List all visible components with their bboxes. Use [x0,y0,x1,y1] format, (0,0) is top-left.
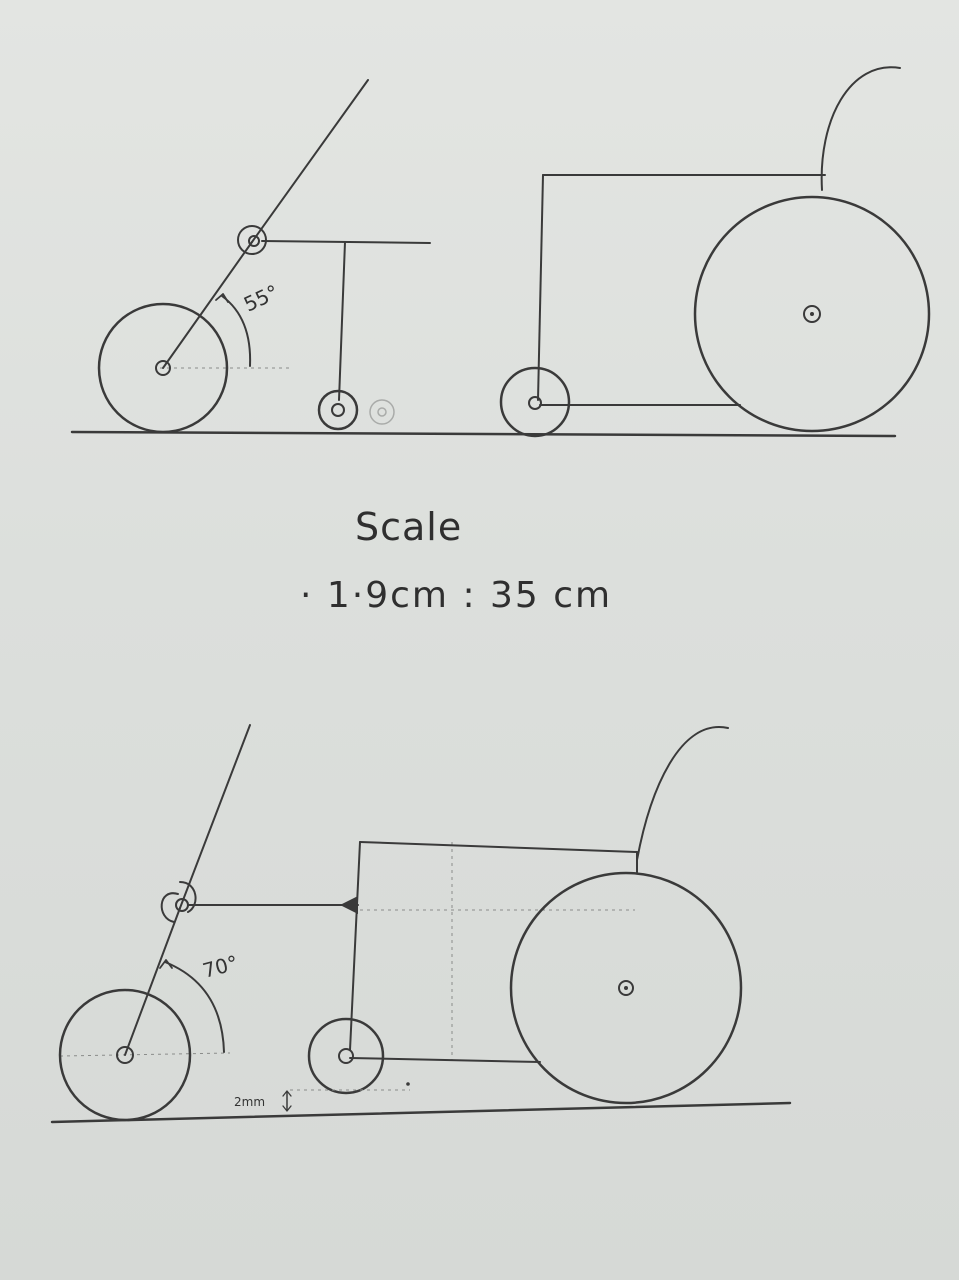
bottom-angle-arrow [159,959,173,969]
bottom-back-handle [636,726,729,861]
top-front-wheel-hub [155,360,171,376]
bottom-rear-wheel-hub [618,980,634,996]
bottom-seat-back-bar [359,841,638,853]
top-pivot-joint [237,225,267,255]
bottom-clearance-arrow-up [282,1090,292,1097]
bottom-fork-line [124,907,181,1056]
scale-ratio: · 1·9cm : 35 cm [300,575,613,616]
bottom-pencil-dot [406,1082,410,1086]
bottom-front-frame [349,841,361,1051]
top-back-handle [820,66,901,191]
bottom-angle-arc [164,961,225,1053]
bottom-rear-wheel-axle [624,986,628,990]
top-small-wheel-hub [331,403,345,417]
bottom-caster-wheel-hub [338,1048,354,1064]
bottom-rear-wheel [509,871,743,1105]
bottom-caster-wheel [307,1017,385,1095]
top-front-wheel [97,302,229,434]
bottom-angle-label: 70° [200,950,240,982]
bottom-clearance-arrow-down [282,1105,292,1112]
top-ground-line [70,430,897,438]
top-fork-line [162,241,253,369]
bottom-front-wheel [58,988,192,1122]
top-handle-line [251,79,369,243]
bottom-pivot-joint-right [179,881,197,913]
scale-title: Scale [355,505,463,549]
top-angle-label: 55° [240,280,282,317]
top-rear-wheel-axle [810,312,814,316]
top-angle-arrow [215,293,229,303]
bottom-clearance-label: 2mm [234,1095,265,1109]
bottom-handle-line [179,724,251,909]
bottom-drawing: 70° 2mm [50,724,792,1124]
top-caster-wheel-hub [528,396,542,410]
top-rear-wheel [693,195,931,433]
bottom-weld-joint [340,896,358,914]
bottom-base-frame [349,1057,541,1063]
top-strut [338,241,346,401]
top-front-frame [537,174,544,401]
top-caster-wheel [499,366,571,438]
top-erased-wheel [369,399,395,425]
bottom-front-wheel-hub [116,1046,134,1064]
top-small-wheel [317,389,359,431]
top-rear-wheel-hub [803,305,821,323]
bottom-reference-line [59,1052,231,1057]
bottom-ground-line [50,1101,792,1124]
top-drawing: 55° [70,66,931,438]
bottom-pivot-joint [160,892,179,923]
top-erased-wheel-hub [377,407,387,417]
top-pivot-hub [248,235,260,247]
